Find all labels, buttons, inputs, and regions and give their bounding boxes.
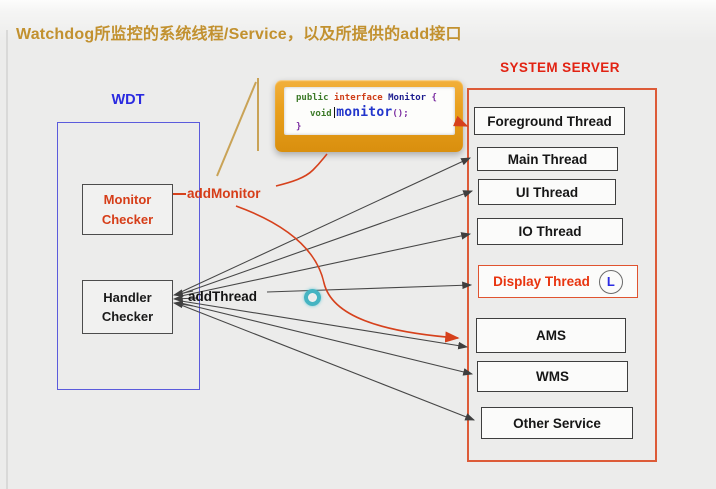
system-server-title: SYSTEM SERVER [500,60,620,75]
monitor-checker-label-line1: Monitor [103,192,152,207]
text-cursor-caret [333,106,336,118]
tooltip-callout-lines [216,78,259,177]
arrow-to-main-thread [180,157,471,293]
code-open-brace: { [431,93,437,103]
thread-label-main: Main Thread [507,151,588,167]
thread-box-foreground: Foreground Thread [474,107,625,135]
service-box-ams: AMS [476,318,626,353]
thread-box-display: Display Thread L [478,265,638,298]
code-type-monitor: Monitor [388,93,427,103]
code-method-monitor: monitor [336,104,393,120]
slide-left-edge [6,30,8,489]
code-line-3: } [296,122,455,134]
service-label-wms: WMS [536,369,569,384]
add-thread-label: addThread [188,289,258,304]
handler-checker-box: Handler Checker [82,280,173,334]
slide-title: Watchdog所监控的系统线程/Service，以及所提供的add接口 [16,26,462,43]
handler-checker-label-line1: Handler [103,289,152,305]
addmonitor-to-tooltip-curve [275,153,328,187]
arrow-to-display-thread [266,281,473,293]
arrow-to-io-thread [180,232,472,297]
red-annotation-lines [172,115,469,343]
service-label-other: Other Service [513,415,601,431]
thread-box-ui: UI Thread [478,179,616,205]
service-box-wms: WMS [477,361,628,392]
wdt-container-box [57,122,200,390]
thread-label-foreground: Foreground Thread [487,113,612,129]
monitor-checker-label-line2: Checker [101,211,154,227]
addmonitor-to-ams-curve [235,205,460,343]
monitor-interface-code-tooltip: public interface Monitor { void monitor()… [275,80,463,152]
code-keyword-public: public [296,93,329,103]
service-box-other: Other Service [481,407,633,439]
arrow-to-ams [180,300,469,350]
thread-box-io: IO Thread [477,218,623,245]
arrow-to-other-service [180,304,476,421]
code-call-punctuation: (); [392,108,409,119]
thread-box-main: Main Thread [477,147,618,171]
code-close-brace: } [296,121,302,132]
display-thread-l-badge: L [598,269,623,294]
arrow-to-wms [180,302,474,376]
handler-checker-label-line2: Checker [101,309,154,324]
thread-label-ui: UI Thread [515,184,579,200]
monitor-checker-box: Monitor Checker [82,184,173,235]
code-panel: public interface Monitor { void monitor()… [284,87,455,135]
wdt-title: WDT [111,92,145,108]
code-keyword-interface: interface [333,93,383,103]
add-monitor-label: addMonitor [187,186,261,201]
code-line-2: void monitor(); [296,105,455,122]
thread-label-display: Display Thread [493,274,590,289]
code-line-1: public interface Monitor { [296,93,455,105]
service-label-ams: AMS [536,328,566,343]
pointer-highlight-ring [304,289,321,306]
thread-label-io: IO Thread [518,224,582,239]
code-keyword-void: void [310,108,332,119]
arrow-to-ui-thread [180,190,474,295]
